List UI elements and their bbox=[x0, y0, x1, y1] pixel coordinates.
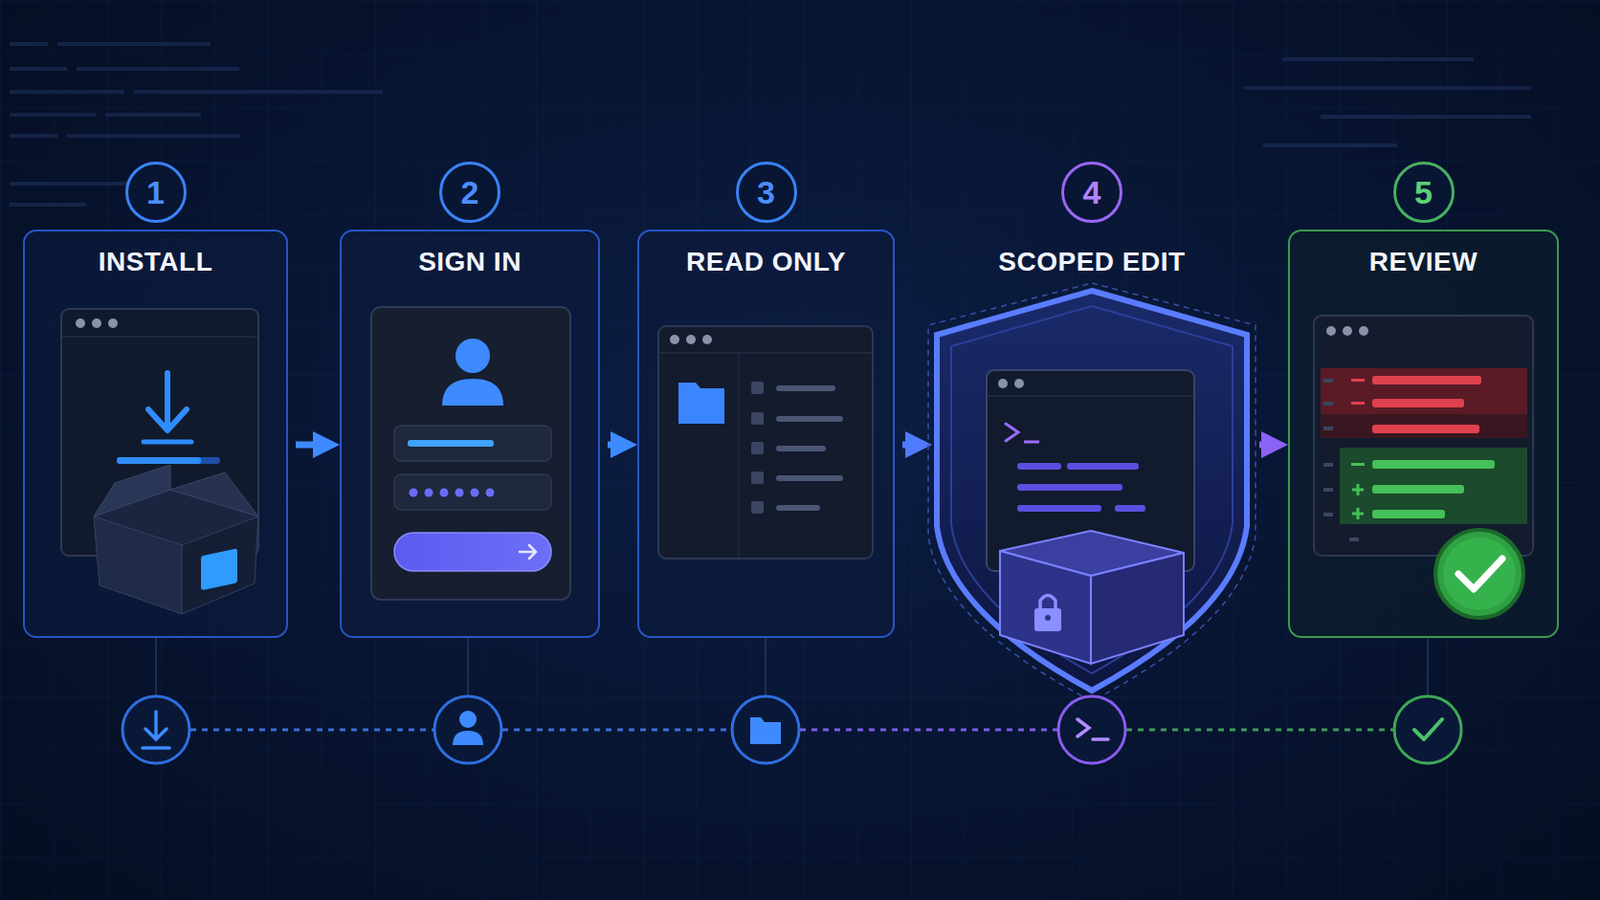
install-illustration bbox=[61, 309, 259, 615]
step-title: SCOPED EDIT bbox=[933, 246, 1250, 278]
step-title: SIGN IN bbox=[341, 246, 599, 278]
flow-arrow bbox=[902, 442, 919, 449]
scoped-edit-illustration bbox=[928, 283, 1256, 702]
flow-arrow bbox=[295, 442, 327, 449]
step-number: 1 bbox=[125, 161, 187, 223]
timeline bbox=[122, 638, 1462, 764]
step-number: 2 bbox=[439, 161, 501, 223]
step-card: 2SIGN IN bbox=[339, 229, 600, 639]
flow-arrow bbox=[1259, 442, 1275, 449]
step-card: 5REVIEW bbox=[1288, 229, 1559, 639]
step-title: INSTALL bbox=[24, 246, 287, 278]
flow-arrow bbox=[607, 442, 624, 449]
step-number: 5 bbox=[1393, 161, 1455, 223]
step-number: 4 bbox=[1061, 161, 1123, 223]
step-title: READ ONLY bbox=[639, 246, 893, 278]
step-card: 1INSTALL bbox=[22, 229, 289, 639]
step-number: 3 bbox=[735, 161, 798, 223]
sign-in-illustration bbox=[371, 307, 571, 600]
read-only-illustration bbox=[658, 326, 873, 559]
step-title: REVIEW bbox=[1289, 246, 1557, 278]
step-card: 3READ ONLY bbox=[637, 229, 895, 639]
review-illustration bbox=[1313, 315, 1534, 619]
step-card: 4SCOPED EDIT bbox=[932, 229, 1252, 639]
